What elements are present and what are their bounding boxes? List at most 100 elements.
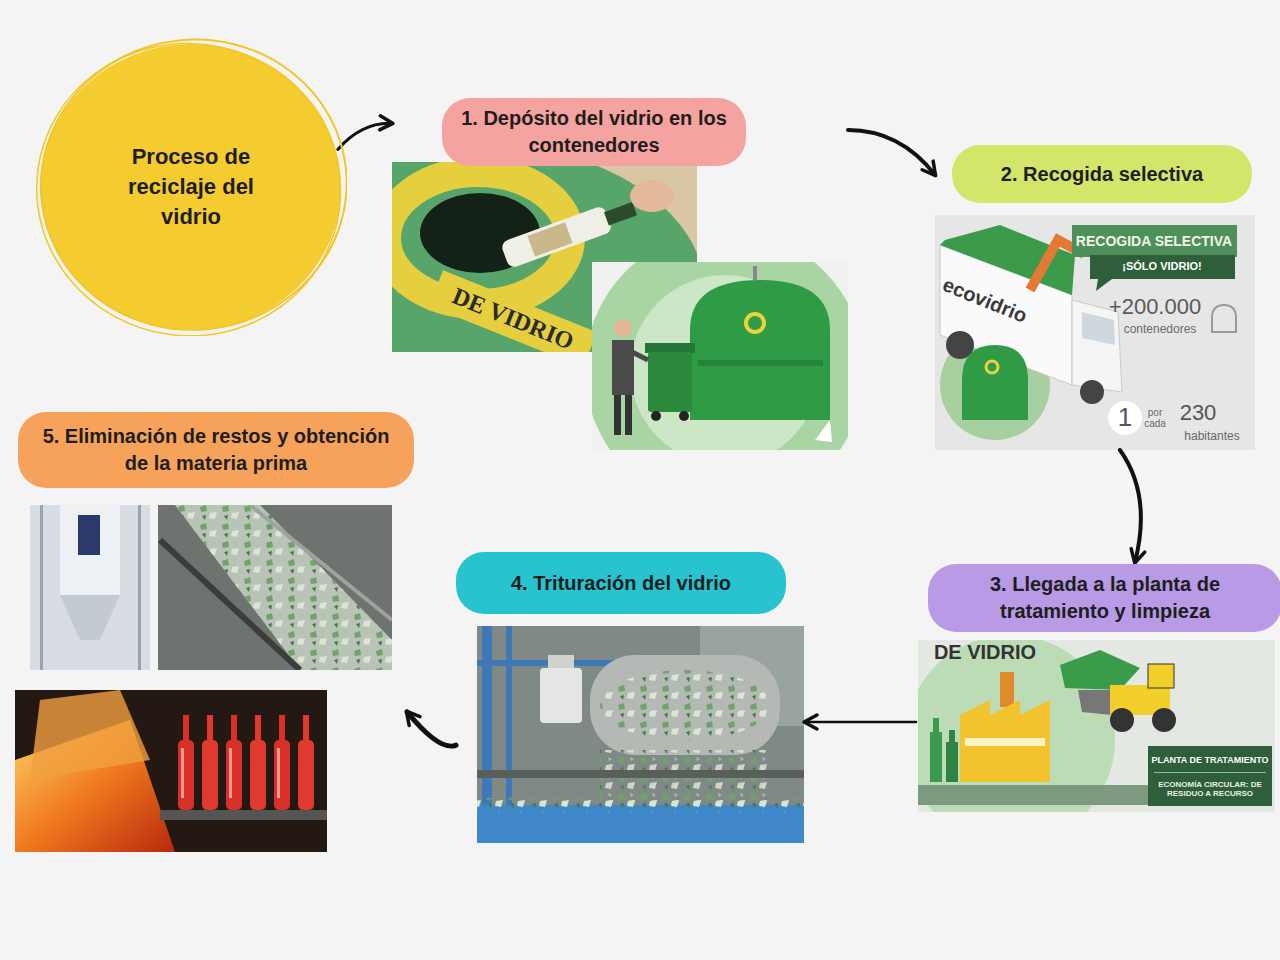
person-leg [614, 395, 621, 435]
bottle-neck [255, 715, 261, 743]
red-bottle [202, 740, 218, 810]
photo-bg [477, 626, 804, 843]
illustration-label: RECOGIDA SELECTIVA [1076, 233, 1232, 250]
glow [30, 690, 150, 780]
text-wrap: 1. Depósito del vidrio en los contenedor… [454, 105, 734, 159]
banner [1090, 255, 1235, 279]
illustration-label: DE VIDRIO [448, 282, 578, 357]
step-node: 1. Depósito del vidrio en los contenedor… [392, 95, 848, 450]
conveyor [160, 810, 327, 820]
bin-opening [746, 314, 764, 332]
illustration-label: +200.000 [1109, 294, 1201, 320]
rail [138, 505, 141, 670]
bottle-neck [303, 715, 309, 743]
red-bottle [226, 740, 242, 810]
bottle-neck [949, 730, 955, 744]
highlight [277, 748, 280, 798]
step-title: 4. Trituración del vidrio [511, 570, 731, 597]
loader-wheel [1110, 708, 1134, 732]
motor [540, 668, 582, 723]
person-leg [625, 395, 632, 435]
glass-cullet [600, 670, 770, 740]
factory-window [965, 738, 1045, 746]
illustration-label: 1 [1118, 402, 1132, 433]
crushing-photo [477, 626, 804, 843]
glass-pile [1060, 650, 1140, 690]
illustration-label: ecovidrio [939, 272, 1030, 328]
red-bottle [250, 740, 266, 810]
bottle-neck [183, 715, 189, 743]
step-title: 3. Llegada a la planta de tratamiento y … [940, 571, 1270, 625]
collection-infographic [935, 215, 1255, 450]
text-wrap: 2. Recogida selectiva [1001, 161, 1203, 188]
rail [250, 505, 392, 620]
bottle-body [500, 205, 613, 269]
hand [630, 180, 674, 212]
motor [78, 515, 100, 555]
flow-arrow [338, 123, 392, 149]
step-title: 5. Eliminación de restos y obtención de … [30, 423, 402, 477]
bottle-neck [207, 715, 213, 743]
photo-bg [30, 505, 150, 670]
beam [482, 626, 492, 816]
wheel [651, 411, 661, 421]
glass-layer [477, 798, 804, 812]
beam [506, 626, 512, 816]
text-wrap: 3. Llegada a la planta de tratamiento y … [940, 571, 1270, 625]
wheelie-bin [648, 352, 692, 412]
igloo-bin [690, 280, 830, 420]
flow-arrow [407, 712, 456, 746]
truck-wheel [1080, 380, 1104, 404]
bottle-neck [231, 715, 237, 743]
bin-hook [753, 266, 757, 280]
red-bottle [298, 740, 314, 810]
bin-stripe [698, 360, 823, 366]
banner-pointer [1096, 279, 1112, 291]
bin-opening [986, 361, 998, 373]
illustration-label: ECONOMÍA CIRCULAR: DE RESIDUO A RECURSO [1151, 780, 1269, 798]
bottle-label [527, 222, 572, 256]
conveyor [918, 785, 1178, 805]
bottle-neck [933, 718, 939, 734]
step-title: 1. Depósito del vidrio en los contenedor… [454, 105, 734, 159]
person-arm [632, 352, 648, 360]
conveyor-photo [158, 505, 392, 670]
frame [477, 770, 804, 778]
person-coat [612, 340, 634, 395]
step-band: 3. Llegada a la planta de tratamiento y … [928, 564, 1280, 632]
motor-top [548, 655, 574, 669]
igloo-bin [962, 345, 1028, 420]
text-wrap: 5. Eliminación de restos y obtención de … [30, 423, 402, 477]
step-band: 1. Depósito del vidrio en los contenedor… [442, 98, 746, 166]
photo-bg [158, 505, 392, 670]
furnace-photo [15, 690, 327, 852]
text-wrap: 4. Trituración del vidrio [511, 570, 731, 597]
bg-circle [592, 262, 848, 450]
bottle-neck [604, 202, 637, 225]
container-icon-photo [592, 262, 848, 450]
highlight [181, 748, 184, 798]
factory [960, 700, 1050, 782]
circle-scribble [35, 38, 347, 336]
step-node: 5. Eliminación de restos y obtención de … [15, 410, 407, 852]
flow-arrow [1120, 450, 1141, 562]
flow-arrow [805, 721, 916, 724]
banner [1072, 225, 1237, 257]
illustration-label: contenedores [1124, 322, 1197, 336]
bottle-neck [279, 715, 285, 743]
rail [160, 540, 300, 670]
illustration-label: 230 [1180, 400, 1217, 426]
title-circle: Proceso de reciclaje del vidrio [35, 38, 347, 336]
machine-photo [30, 505, 150, 670]
illustration-label: habitantes [1184, 429, 1239, 443]
wheel [679, 411, 689, 421]
highlight [229, 748, 232, 798]
circle-text-area: Proceso de reciclaje del vidrio [35, 38, 347, 336]
step-band: 4. Trituración del vidrio [456, 552, 786, 614]
illustration-label: ¡SÓLO VIDRIO! [1122, 260, 1201, 273]
container-icon [1212, 305, 1236, 332]
step-band: 2. Recogida selectiva [952, 145, 1252, 203]
illustration-label: por cada [1142, 407, 1168, 429]
person-head [614, 319, 632, 337]
